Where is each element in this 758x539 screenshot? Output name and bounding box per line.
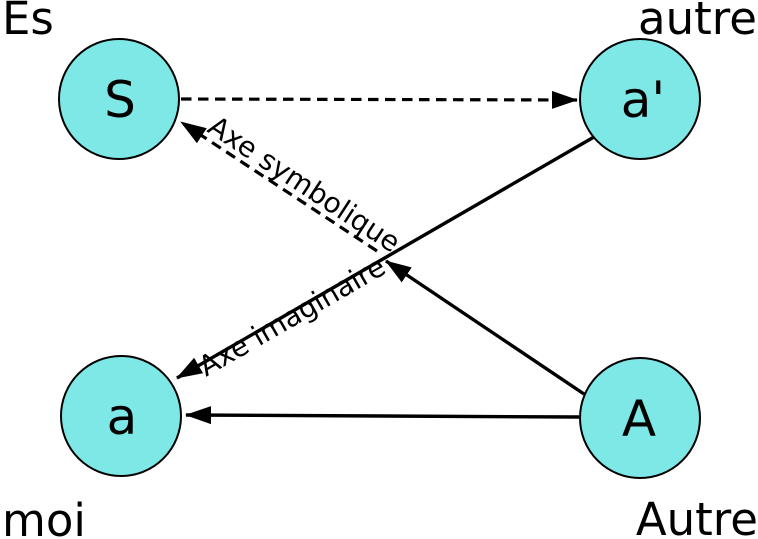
- outer-label-autre-big: Autre: [636, 493, 758, 539]
- edge-aprime-to-a-solid-arrow: [176, 135, 595, 380]
- node-abig-label: A: [622, 390, 656, 448]
- edge-s-to-aprime-dashed-arrow: [180, 90, 578, 109]
- node-a-label: a: [107, 388, 138, 446]
- outer-label-es: Es: [2, 0, 54, 45]
- node-a-circle: [60, 355, 182, 477]
- axis-imaginary-label: Axe imaginaire: [193, 250, 391, 383]
- axis-symbolic-label: Axe symbolique: [202, 109, 406, 259]
- outer-label-moi: moi: [2, 494, 86, 539]
- node-s-label: S: [104, 71, 136, 129]
- edge-abig-to-middle-solid-arrow: [385, 259, 585, 396]
- node-s-circle: [58, 38, 180, 160]
- edge-abig-to-a-solid-arrow: [185, 406, 580, 425]
- node-abig-circle: [579, 357, 701, 479]
- edge-middle-to-s-dashed-arrow: [180, 120, 378, 253]
- node-aprime-circle: [579, 38, 701, 160]
- node-aprime-label: a': [621, 71, 665, 129]
- outer-label-autre: autre: [638, 0, 757, 45]
